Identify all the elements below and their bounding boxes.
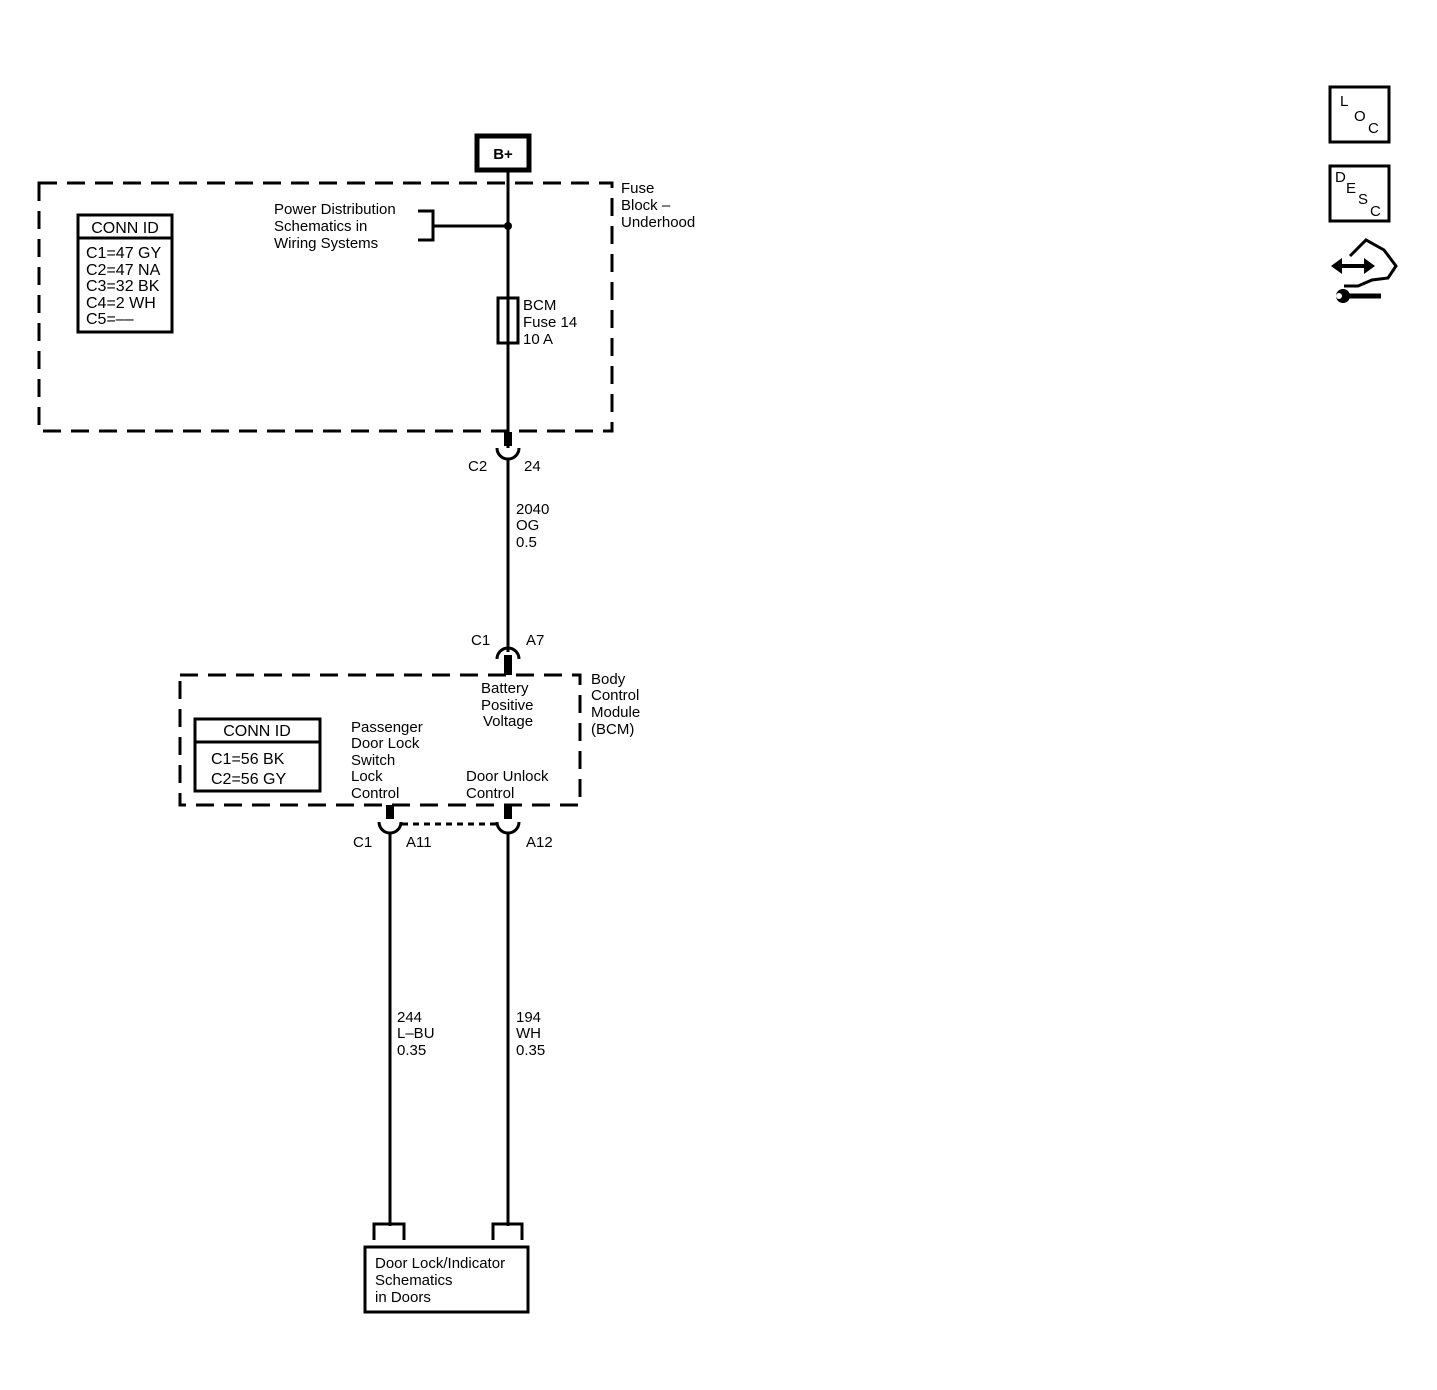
- wire-194-label: 194 WH 0.35: [516, 1009, 545, 1059]
- body-control-module-boundary: [178, 673, 582, 807]
- fuse-label: BCM Fuse 14 10 A: [523, 297, 581, 348]
- bcm-conn-id-table: CONN ID C1=56 BK C2=56 GY: [193, 717, 322, 793]
- arrows-icon: [1331, 258, 1375, 274]
- bcm-name: Body Control Module (BCM): [591, 671, 644, 738]
- conn-id-title: CONN ID: [223, 723, 291, 740]
- svg-text:E: E: [1346, 180, 1356, 197]
- svg-text:A7: A7: [526, 632, 544, 649]
- svg-text:D: D: [1335, 169, 1346, 186]
- door-lock-indicator-reference[interactable]: Door Lock/Indicator Schematics in Doors: [363, 1245, 530, 1314]
- battery-positive-source: B+: [474, 133, 532, 173]
- unlock-control-label: Door Unlock Control: [466, 768, 553, 802]
- diagnostic-hand-icon[interactable]: [1331, 238, 1398, 303]
- connector-c1-a7: C1 A7: [471, 632, 544, 675]
- svg-text:24: 24: [524, 458, 541, 475]
- svg-text:A11: A11: [406, 834, 432, 851]
- conn-id-row: C3=32 BK: [86, 278, 160, 295]
- connector-c2-24: C2 24: [468, 432, 541, 475]
- connector-c1-a11-a12: C1 A11 A12: [353, 805, 553, 851]
- svg-text:Power Distribution Schem: Power Distribution Schematics in Wiring …: [274, 201, 400, 252]
- conn-id-row: C5=––: [86, 311, 134, 328]
- wire-244-label: 244 L–BU 0.35: [397, 1009, 439, 1059]
- wire-2040-label: 2040 OG 0.5: [516, 501, 554, 551]
- destination-connector-lock: [372, 1222, 406, 1240]
- svg-text:C1: C1: [353, 834, 372, 851]
- wrench-icon: [1336, 289, 1381, 303]
- power-distribution-reference[interactable]: Power Distribution Schematics in Wiring …: [274, 201, 512, 252]
- loc-button[interactable]: L O C: [1328, 85, 1391, 144]
- svg-text:C1: C1: [471, 632, 490, 649]
- fuse-block-conn-id-table: CONN ID C1=47 GY C2=47 NA C3=32 BK C4=2 …: [76, 213, 174, 334]
- conn-id-title: CONN ID: [91, 220, 159, 237]
- svg-text:A12: A12: [526, 834, 553, 851]
- svg-text:Door Lock/Indicator Sche: Door Lock/Indicator Schematics in Doors: [375, 1255, 509, 1306]
- svg-text:C: C: [1368, 120, 1379, 137]
- svg-text:O: O: [1354, 108, 1366, 125]
- lock-control-label: Passenger Door Lock Switch Lock Control: [351, 719, 427, 802]
- fuse-block-name: Fuse Block – Underhood: [621, 180, 695, 231]
- conn-id-row: C1=56 BK: [211, 751, 285, 768]
- battery-positive-voltage-label: Battery Positive Voltage: [481, 680, 538, 730]
- fuse-block-underhood-boundary: [37, 181, 614, 433]
- svg-text:C: C: [1370, 203, 1381, 220]
- svg-text:S: S: [1358, 191, 1368, 208]
- conn-id-row: C2=47 NA: [86, 262, 161, 279]
- svg-text:C2: C2: [468, 458, 487, 475]
- destination-connector-unlock: [491, 1222, 524, 1240]
- b-plus-label: B+: [493, 146, 513, 163]
- desc-button[interactable]: D E S C: [1328, 164, 1391, 223]
- bcm-fuse-14: BCM Fuse 14 10 A: [496, 296, 581, 348]
- conn-id-row: C4=2 WH: [86, 295, 156, 312]
- conn-id-row: C2=56 GY: [211, 771, 286, 788]
- svg-text:L: L: [1340, 93, 1348, 110]
- conn-id-row: C1=47 GY: [86, 245, 161, 262]
